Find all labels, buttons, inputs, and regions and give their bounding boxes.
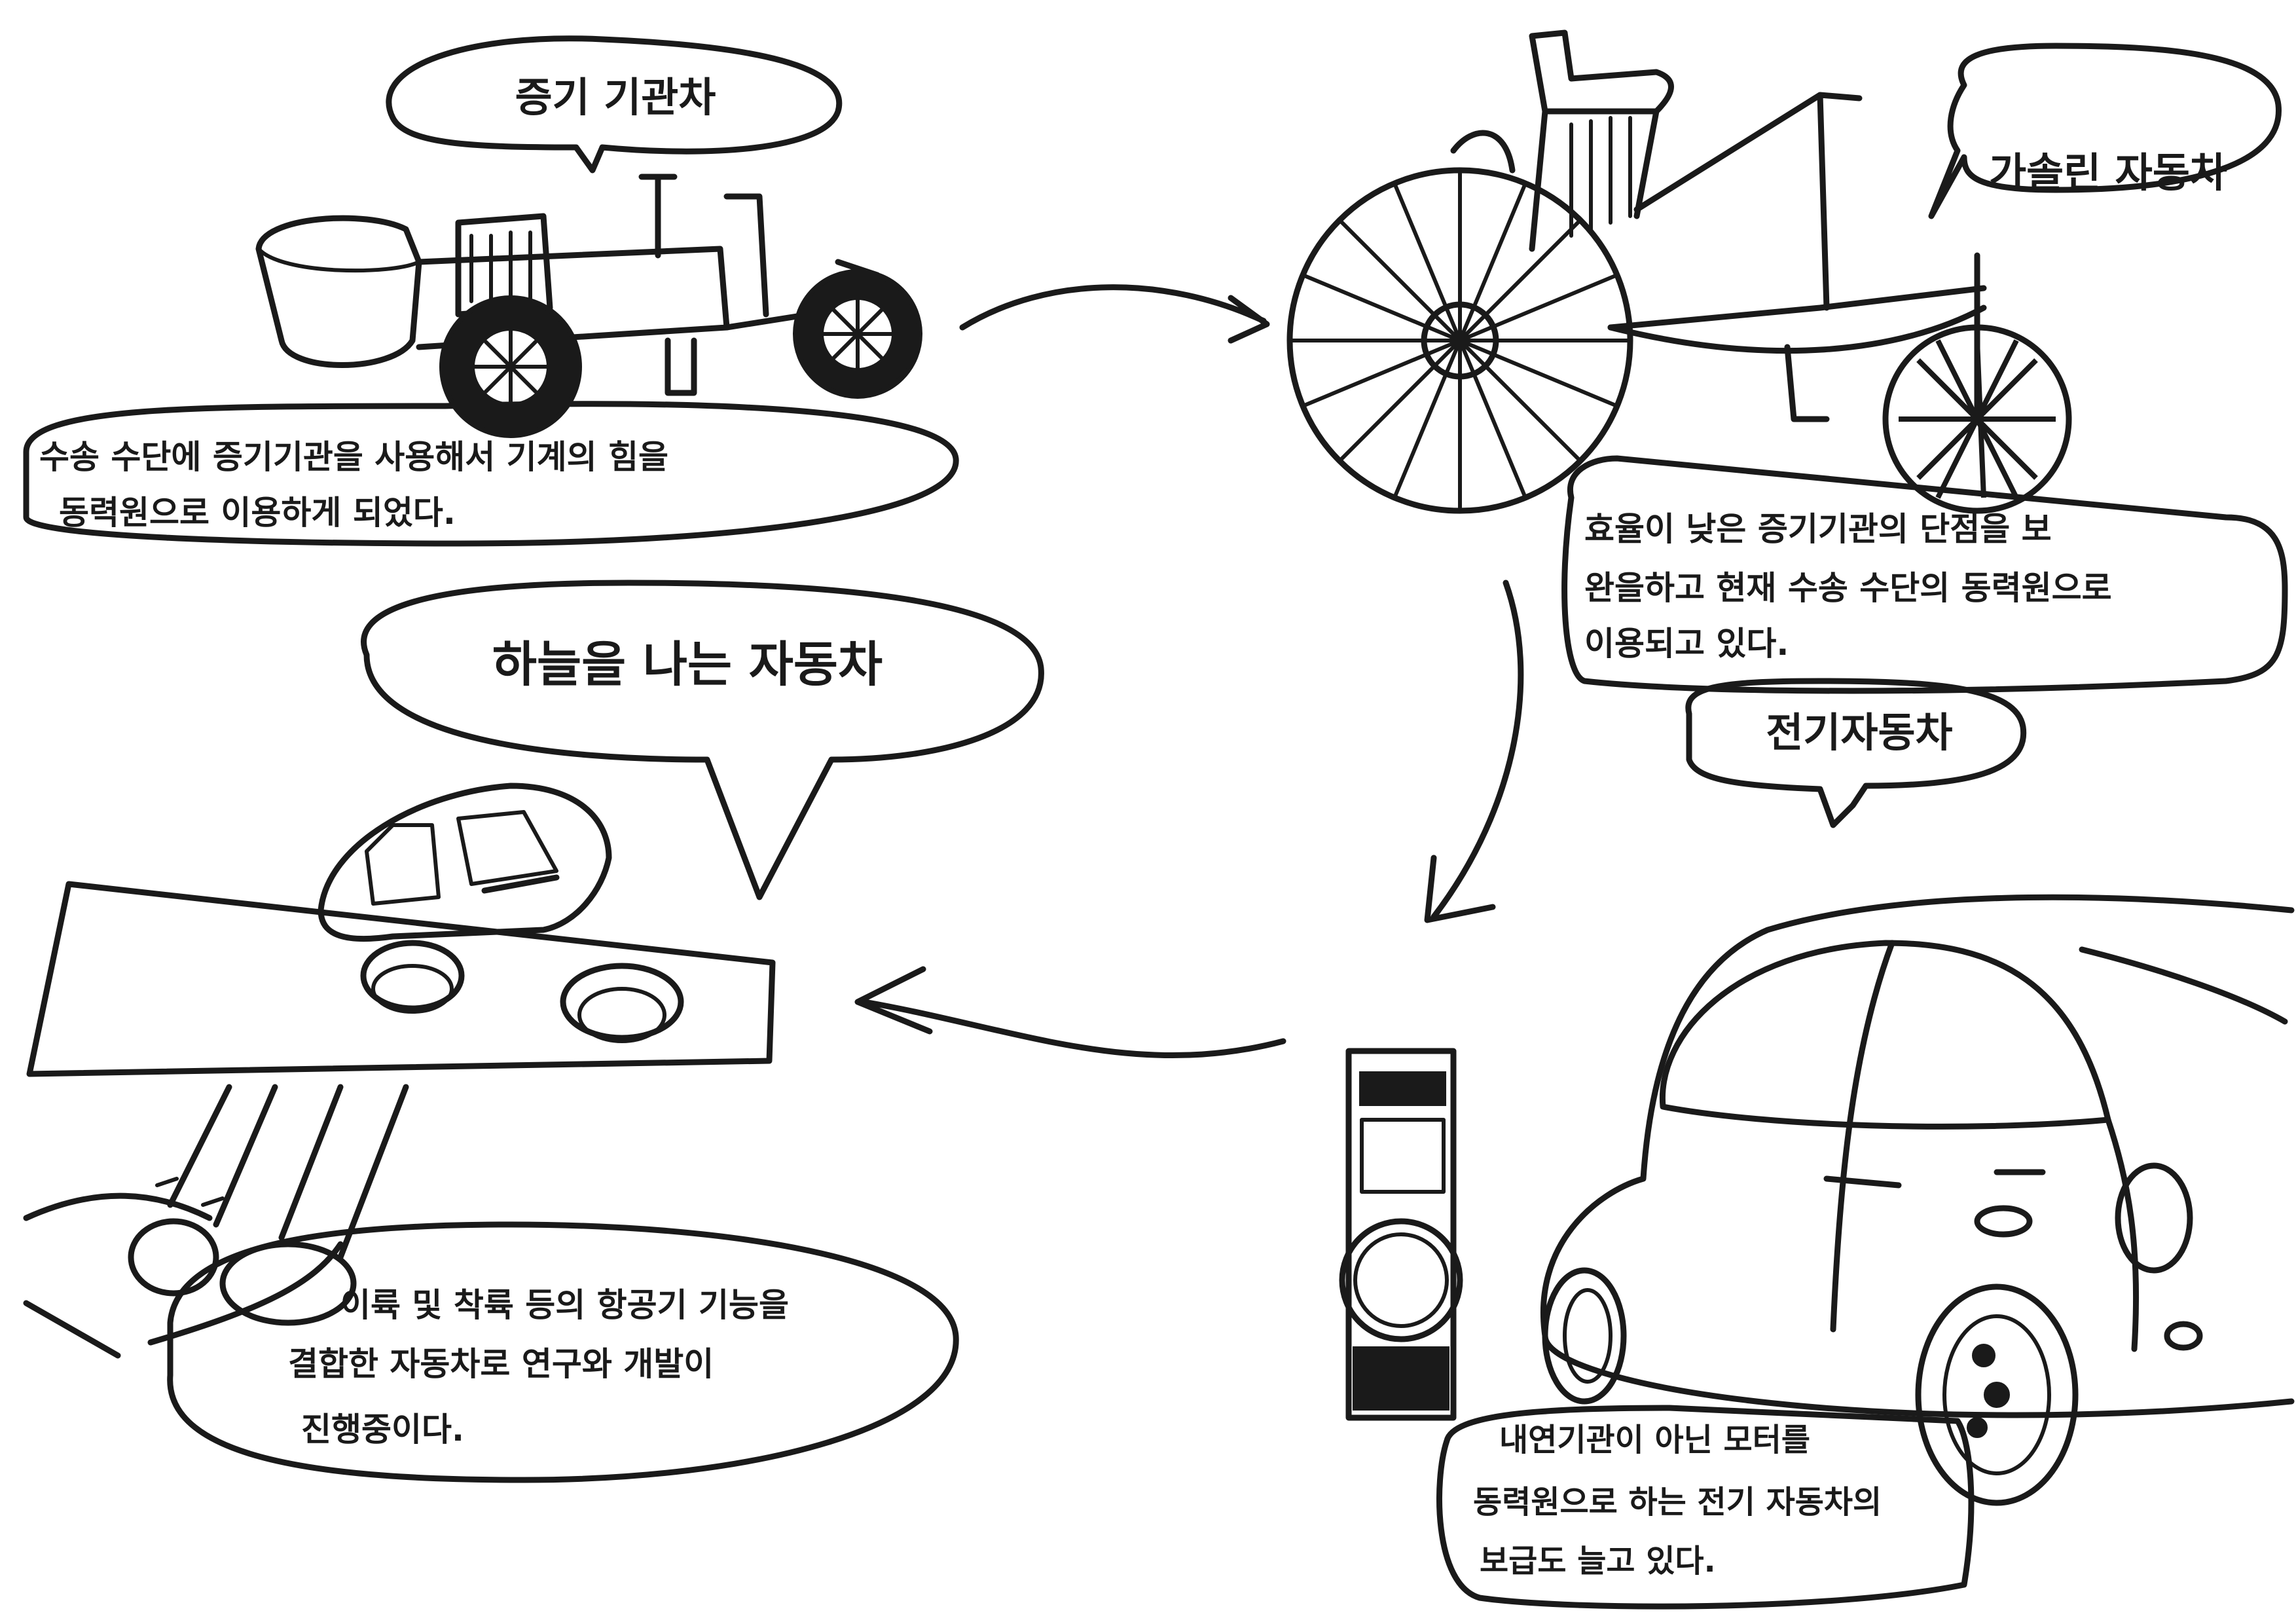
gasoline-title-bubble: 가솔린 자동차 xyxy=(1931,46,2279,216)
steam-caption-line-2: 동력원으로 이용하게 되었다. xyxy=(59,494,456,532)
gasoline-title: 가솔린 자동차 xyxy=(1989,149,2227,196)
flying-title: 하늘을 나는 자동차 xyxy=(492,637,883,693)
arrow-to-electric xyxy=(1427,583,1521,920)
electric-caption-line-2: 동력원으로 하는 전기 자동차의 xyxy=(1473,1484,1882,1521)
gasoline-caption-line-1: 효율이 낮은 증기기관의 단점을 보 xyxy=(1584,510,2052,548)
steam-caption-line-1: 수송 수단에 증기기관을 사용해서 기계의 힘을 xyxy=(39,438,668,476)
flying-caption-bubble: 이륙 및 착륙 등의 항공기 기능을 결합한 자동차로 연구와 개발이 진행중이… xyxy=(170,1225,957,1480)
electric-caption-line-3: 보급도 늘고 있다. xyxy=(1480,1543,1716,1579)
arrow-to-flying xyxy=(858,969,1283,1056)
electric-caption-line-1: 내연기관이 아닌 모터를 xyxy=(1499,1422,1810,1458)
gasoline-caption-line-3: 이용되고 있다. xyxy=(1584,625,1789,663)
gasoline-caption-line-2: 완을하고 현재 수송 수단의 동력원으로 xyxy=(1584,569,2112,607)
flying-caption-line-2: 결합한 자동차로 연구와 개발이 xyxy=(288,1345,714,1383)
flying-caption-line-1: 이륙 및 착륙 등의 항공기 기능을 xyxy=(340,1286,789,1324)
steam-title: 증기 기관차 xyxy=(515,73,716,121)
flying-caption-line-3: 진행중이다. xyxy=(301,1411,464,1449)
electric-title-bubble: 전기자동차 xyxy=(1688,681,2024,825)
flying-car-drawing xyxy=(26,786,773,1356)
electric-caption-bubble: 내연기관이 아닌 모터를 동력원으로 하는 전기 자동차의 보급도 늘고 있다. xyxy=(1439,1408,1971,1606)
steam-title-bubble: 증기 기관차 xyxy=(389,39,839,170)
electric-title: 전기자동차 xyxy=(1766,709,1952,756)
steam-car-drawing xyxy=(259,177,920,435)
arrow-to-gasoline xyxy=(962,287,1267,341)
